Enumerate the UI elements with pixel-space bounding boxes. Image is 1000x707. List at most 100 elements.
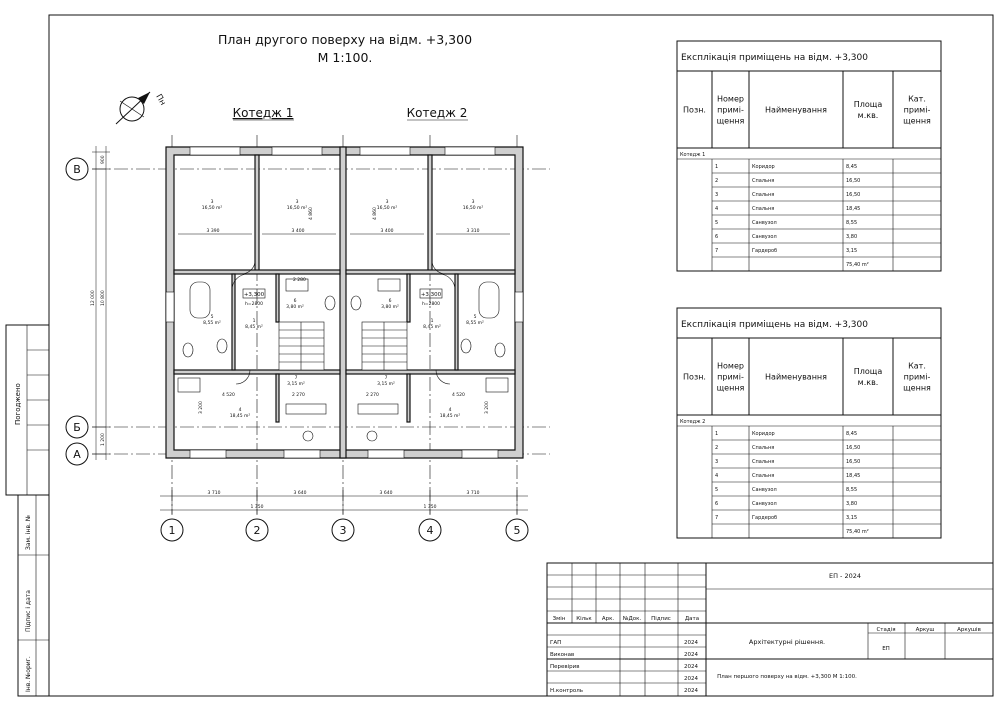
plan-title: План другого поверху на відм. +3,300 bbox=[218, 32, 472, 47]
room-c1-num-6: 7 bbox=[295, 375, 298, 381]
explication-row-name: Гардероб bbox=[752, 248, 777, 254]
explication-row-num: 1 bbox=[715, 164, 718, 170]
axis-bubble-1: 1 bbox=[160, 518, 184, 542]
inner-dimensions: 3 390 3 400 3 400 3 310 2 280 4 520 2 27… bbox=[178, 207, 510, 414]
stamp-col-date: Дата bbox=[685, 616, 699, 622]
room-c2-area-1: 16,50 m² bbox=[377, 205, 398, 211]
stamp-sheet-header: Аркуш bbox=[916, 627, 935, 633]
svg-text:В: В bbox=[73, 163, 81, 176]
axis-bubble-5: 5 bbox=[505, 518, 529, 542]
stamp-col-izmin: Змін bbox=[553, 616, 566, 622]
room-c1-num-5: 6 bbox=[294, 298, 297, 304]
explication-group: Котедж 1 bbox=[680, 152, 705, 158]
explication-total: 75,40 m² bbox=[846, 262, 869, 268]
axis-bubble-b: Б bbox=[65, 415, 89, 439]
room-c1-num-7: 4 bbox=[239, 407, 242, 413]
explication-row-num: 3 bbox=[715, 459, 718, 465]
dim-vert-c1-2: 3 200 bbox=[198, 401, 204, 414]
stamp-section: Архітектурні рішення. bbox=[749, 638, 825, 646]
side-strip: Погоджено Зам. інв. № Підпис і дата Інв.… bbox=[5, 324, 50, 697]
stamp-year-4: 2024 bbox=[684, 676, 698, 682]
room-c1-num-1: 3 bbox=[211, 199, 214, 205]
explication-header-2: Найменування bbox=[765, 106, 827, 115]
explication-row-num: 4 bbox=[715, 473, 718, 479]
room-c2-area-6: 3,15 m² bbox=[377, 381, 395, 387]
explication-row-area: 16,50 bbox=[846, 459, 860, 465]
building-plan bbox=[165, 146, 524, 459]
explication-row-num: 2 bbox=[715, 445, 718, 451]
explication-title: Експлікація приміщень на відм. +3,300 bbox=[681, 320, 868, 330]
dim-in-c1-3: 2 280 bbox=[293, 277, 306, 283]
explication-title: Експлікація приміщень на відм. +3,300 bbox=[681, 53, 868, 63]
height-c1: h=2800 bbox=[245, 301, 263, 307]
dim-in-c2-2: 3 310 bbox=[467, 228, 480, 234]
stamp-col-kilk: Кільк bbox=[576, 616, 592, 622]
level-mark-c1: +3,300 bbox=[244, 292, 265, 298]
side-label-sign-date: Підпис і дата bbox=[25, 590, 32, 632]
explication-row-area: 3,80 bbox=[846, 501, 857, 507]
explication-row-num: 1 bbox=[715, 431, 718, 437]
room-c2-area-5: 8,55 m² bbox=[466, 320, 484, 326]
explication-row-area: 8,55 bbox=[846, 220, 857, 226]
stamp-col-ark: Арк. bbox=[602, 616, 615, 622]
dim-vert-c1-1: 4 860 bbox=[308, 207, 314, 220]
axis-bubble-a: А bbox=[65, 442, 89, 466]
stamp-role-checker: Перевірив bbox=[550, 664, 579, 670]
room-c1-area-5: 3,80 m² bbox=[286, 304, 304, 310]
explication-row-name: Санвузол bbox=[752, 487, 777, 493]
height-c2: h=2800 bbox=[422, 301, 440, 307]
room-c2-num-3: 6 bbox=[389, 298, 392, 304]
explication-group: Котедж 2 bbox=[680, 419, 705, 425]
room-labels: 3 16,50 m² 3 16,50 m² 5 8,55 m² 1 8,45 m… bbox=[202, 199, 484, 419]
stamp-role-ncontrol: Н.контроль bbox=[550, 688, 583, 694]
explication-table-cottage-2: Експлікація приміщень на відм. +3,300Поз… bbox=[676, 307, 942, 539]
explication-header-4: Кат.примі-щення bbox=[903, 95, 931, 126]
explication-row-num: 6 bbox=[715, 501, 718, 507]
room-c1-num-4: 1 bbox=[253, 318, 256, 324]
side-label-replace-inv: Зам. інв. № bbox=[25, 515, 32, 550]
svg-text:3: 3 bbox=[340, 524, 347, 537]
stamp-year-3: 2024 bbox=[684, 664, 698, 670]
explication-row-area: 16,50 bbox=[846, 445, 860, 451]
room-c2-num-1: 3 bbox=[386, 199, 389, 205]
stamp-role-gap: ГАП bbox=[550, 640, 561, 646]
explication-row-name: Санвузол bbox=[752, 220, 777, 226]
stamp-sheet-title: План першого поверху на відм. +3,300 М 1… bbox=[717, 674, 857, 680]
room-c2-num-2: 3 bbox=[472, 199, 475, 205]
room-c2-area-7: 18,45 m² bbox=[440, 413, 461, 419]
dim-in-c2-3: 2 270 bbox=[366, 392, 379, 398]
explication-row-name: Гардероб bbox=[752, 515, 777, 521]
bottom-dimension-chain: 3 710 3 640 3 640 3 710 1 350 1 350 bbox=[160, 490, 528, 514]
svg-text:Б: Б bbox=[73, 421, 81, 434]
explication-row-name: Санвузол bbox=[752, 501, 777, 507]
dim-left-1200: 1 200 bbox=[100, 433, 106, 446]
north-label: Пн bbox=[154, 93, 167, 107]
explication-row-name: Спальня bbox=[752, 192, 774, 198]
explication-row-area: 16,50 bbox=[846, 192, 860, 198]
side-label-approved: Погоджено bbox=[14, 383, 22, 425]
stamp-year-2: 2024 bbox=[684, 652, 698, 658]
explication-row-name: Спальня bbox=[752, 178, 774, 184]
room-c1-area-7: 18,45 m² bbox=[230, 413, 251, 419]
room-c1-num-2: 3 bbox=[296, 199, 299, 205]
explication-total: 75,40 m² bbox=[846, 529, 869, 535]
room-c2-num-4: 1 bbox=[431, 318, 434, 324]
explication-header-4: Кат.примі-щення bbox=[903, 362, 931, 393]
explication-row-area: 16,50 bbox=[846, 178, 860, 184]
stamp-stage: ЕП bbox=[882, 646, 890, 652]
axis-bubble-3: 3 bbox=[331, 518, 355, 542]
explication-row-area: 18,45 bbox=[846, 473, 860, 479]
axis-lines-horizontal bbox=[92, 168, 550, 455]
stamp-sheets-header: Аркушів bbox=[957, 627, 981, 633]
svg-text:А: А bbox=[73, 448, 81, 461]
explication-row-name: Спальня bbox=[752, 459, 774, 465]
room-c1-num-3: 5 bbox=[211, 314, 214, 320]
explication-row-area: 3,15 bbox=[846, 248, 857, 254]
dim-vert-c2-1: 4 860 bbox=[372, 207, 378, 220]
explication-header-0: Позн. bbox=[683, 373, 706, 382]
dim-in-c1-5: 2 270 bbox=[292, 392, 305, 398]
left-dimension-chain: 900 10 800 1 200 12 000 bbox=[90, 146, 110, 460]
